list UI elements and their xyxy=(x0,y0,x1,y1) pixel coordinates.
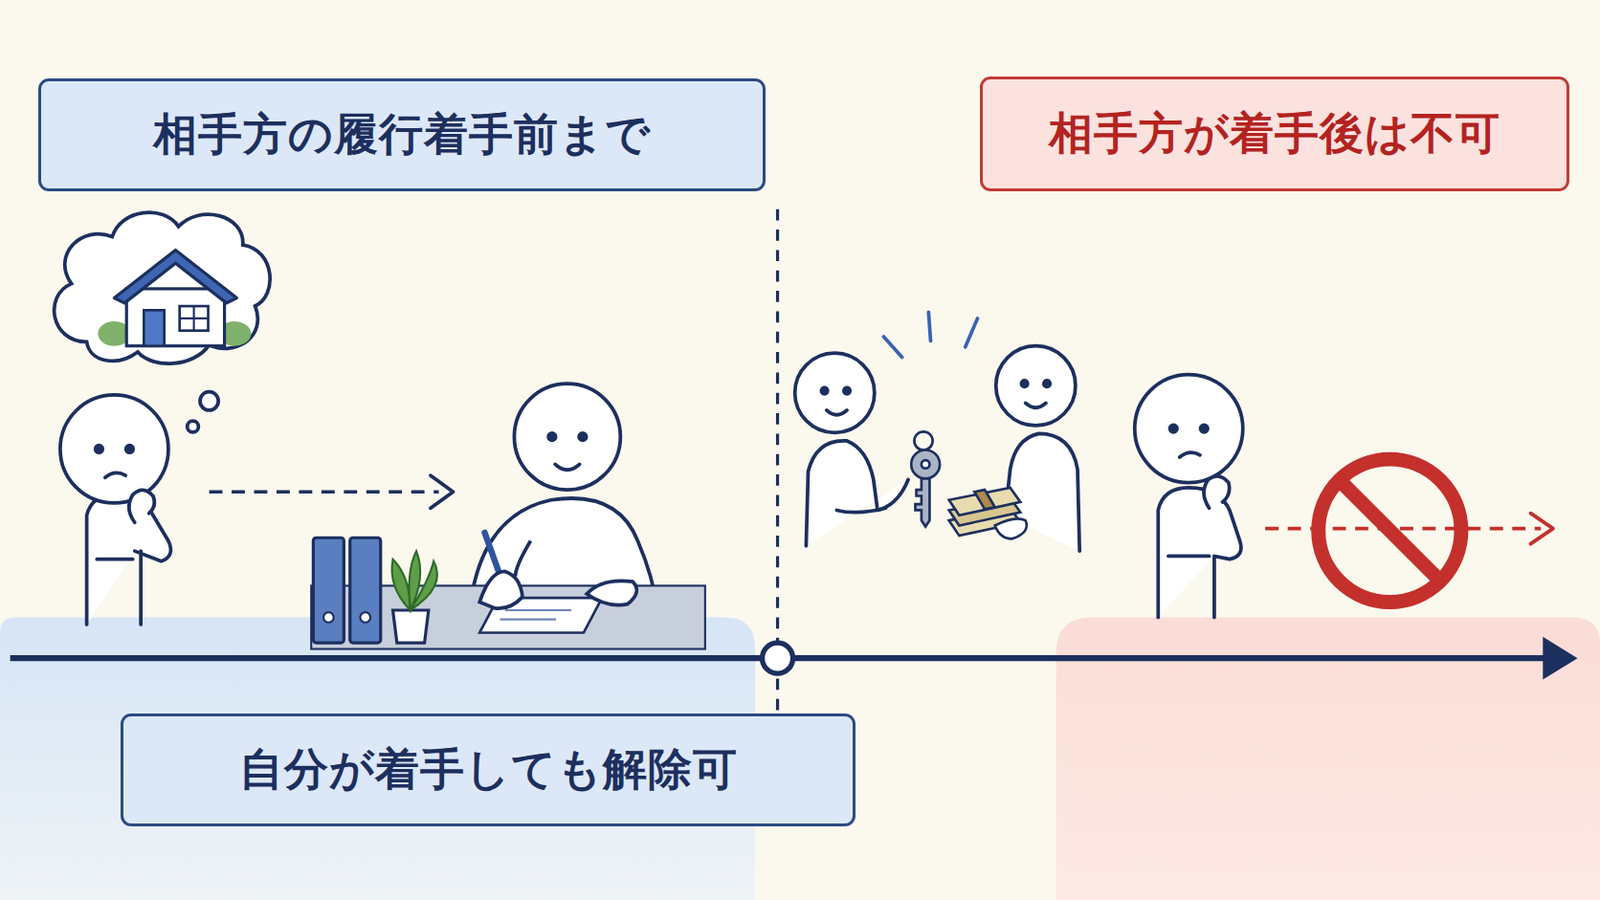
arm xyxy=(836,508,886,512)
eye xyxy=(1200,424,1208,432)
house-door xyxy=(143,310,164,346)
hand xyxy=(995,518,1027,539)
mouth xyxy=(1025,402,1046,408)
eye xyxy=(1170,424,1178,432)
blocked-arrowhead xyxy=(1530,513,1553,545)
thinking-person xyxy=(60,395,172,625)
timeline-point xyxy=(762,643,794,674)
box-label: 相手方が着手後は不可 xyxy=(1048,107,1501,160)
box-label: 自分が着手しても解除可 xyxy=(239,743,738,797)
head xyxy=(996,346,1076,426)
cash-stack xyxy=(949,488,1027,539)
label-box: 自分が着手しても解除可 xyxy=(120,713,856,827)
dashed-arrowhead xyxy=(430,475,453,509)
plant-pot xyxy=(393,610,429,644)
hand xyxy=(129,489,156,523)
bubble-dot xyxy=(187,421,200,433)
key-hole xyxy=(921,460,931,469)
key-bow xyxy=(911,450,940,480)
cloud xyxy=(54,212,271,364)
arm xyxy=(96,557,133,562)
eye xyxy=(126,445,134,453)
house-icon xyxy=(97,249,251,346)
eye xyxy=(1044,380,1050,387)
key-blade xyxy=(914,478,930,527)
mouth xyxy=(1179,452,1200,458)
label-box: 相手方が着手後は不可 xyxy=(979,76,1570,192)
writing-person xyxy=(469,383,659,613)
label-box: 相手方の履行着手前まで xyxy=(38,78,766,192)
head xyxy=(513,383,621,490)
paper-lines xyxy=(500,610,573,621)
box-label: 相手方の履行着手前まで xyxy=(153,108,651,161)
hand xyxy=(479,571,523,609)
prohibition-sign xyxy=(1318,459,1462,602)
prohibition-circle xyxy=(1318,459,1462,602)
divider-line xyxy=(776,209,779,713)
hand xyxy=(1203,476,1230,509)
bills xyxy=(949,488,1022,516)
head xyxy=(795,353,875,433)
key-ring xyxy=(913,431,933,450)
body xyxy=(1157,488,1242,618)
prohibition-bar xyxy=(1339,481,1441,582)
key xyxy=(911,431,940,527)
eye xyxy=(844,387,850,394)
arm xyxy=(1168,555,1210,559)
hand xyxy=(586,580,637,605)
thinking-person xyxy=(1134,375,1244,619)
binder-ring xyxy=(323,612,334,623)
binder xyxy=(350,537,381,644)
head xyxy=(60,395,169,504)
binder-ring xyxy=(359,612,371,623)
body xyxy=(805,441,909,547)
eye xyxy=(548,433,556,441)
eye xyxy=(578,433,586,441)
binder xyxy=(312,537,344,644)
eye xyxy=(95,445,103,453)
timeline-arrowhead xyxy=(1542,637,1578,681)
mouth xyxy=(826,410,847,416)
house-window xyxy=(179,306,209,332)
band xyxy=(974,489,995,510)
plant-leaves xyxy=(392,551,438,611)
mouth xyxy=(555,464,580,470)
handover-people xyxy=(795,346,1081,552)
spark-lines xyxy=(883,311,978,357)
eye xyxy=(821,387,827,394)
thought-bubble xyxy=(54,212,271,433)
house-roof xyxy=(113,249,237,303)
eye xyxy=(1021,380,1027,387)
bubble-dot xyxy=(200,392,219,411)
arm xyxy=(514,540,531,577)
blocked-arrow xyxy=(1265,527,1541,532)
house-body xyxy=(126,288,224,347)
dashed-arrow xyxy=(209,489,440,494)
window-frame xyxy=(179,306,209,332)
head xyxy=(1134,375,1244,484)
desk xyxy=(311,533,706,650)
mouth xyxy=(105,472,126,478)
